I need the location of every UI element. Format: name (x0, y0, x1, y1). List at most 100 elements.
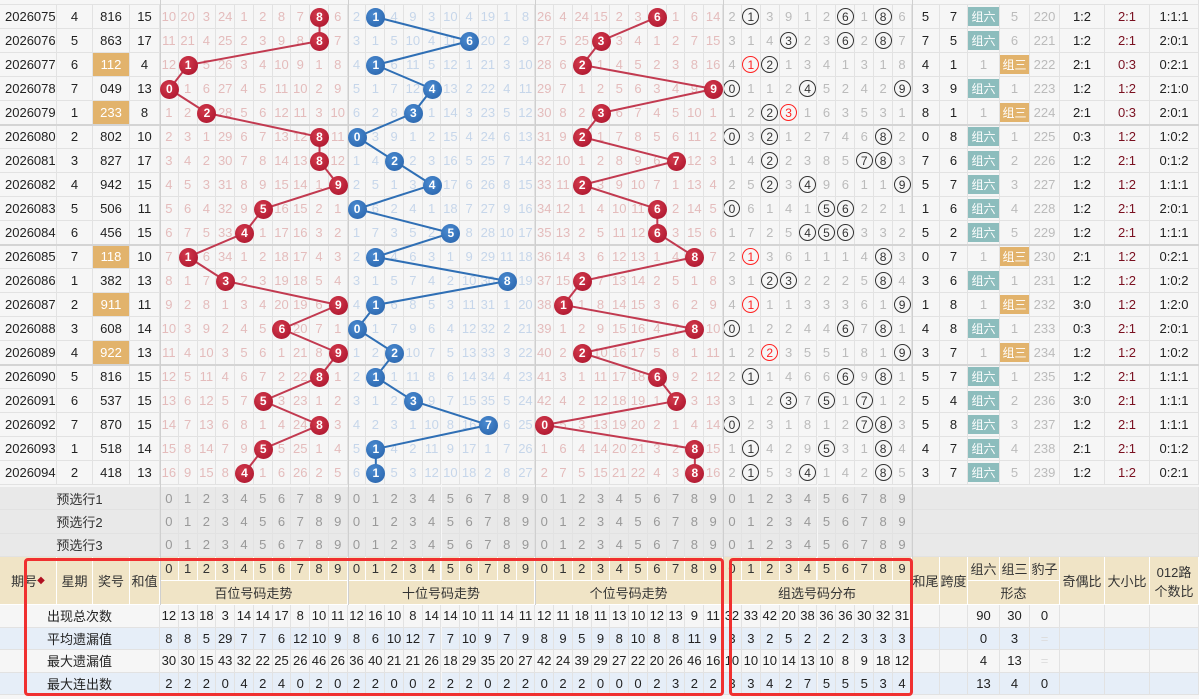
preselect-digit[interactable]: 5 (817, 510, 837, 534)
preselect-digit[interactable]: 2 (760, 510, 780, 534)
preselect-digit[interactable]: 9 (893, 533, 912, 557)
preselect-digit[interactable]: 2 (197, 510, 217, 534)
preselect-digit[interactable]: 3 (779, 533, 799, 557)
preselect-digit[interactable]: 5 (441, 510, 461, 534)
preselect-digit[interactable]: 2 (572, 487, 592, 511)
preselect-digit[interactable]: 6 (647, 487, 667, 511)
preselect-digit[interactable]: 4 (610, 487, 630, 511)
preselect-digit[interactable]: 1 (366, 487, 386, 511)
preselect-digit[interactable]: 6 (272, 487, 292, 511)
preselect-digit[interactable]: 3 (403, 510, 423, 534)
preselect-digit[interactable]: 0 (160, 533, 179, 557)
preselect-digit[interactable]: 6 (647, 510, 667, 534)
preselect-digit[interactable]: 0 (535, 487, 555, 511)
preselect-digit[interactable]: 4 (235, 487, 254, 511)
preselect-digit[interactable]: 7 (291, 487, 311, 511)
preselect-digit[interactable]: 0 (347, 533, 367, 557)
preselect-digit[interactable]: 0 (347, 487, 367, 511)
preselect-digit[interactable]: 2 (197, 533, 217, 557)
preselect-digit[interactable]: 4 (422, 487, 442, 511)
preselect-digit[interactable]: 5 (253, 533, 273, 557)
preselect-digit[interactable]: 2 (572, 533, 592, 557)
preselect-digit[interactable]: 3 (779, 487, 799, 511)
preselect-digit[interactable]: 7 (855, 487, 875, 511)
preselect-digit[interactable]: 6 (836, 510, 856, 534)
preselect-digit[interactable]: 2 (385, 487, 404, 511)
preselect-digit[interactable]: 9 (704, 533, 723, 557)
preselect-digit[interactable]: 5 (817, 533, 837, 557)
preselect-digit[interactable]: 3 (591, 510, 611, 534)
preselect-digit[interactable]: 5 (629, 487, 648, 511)
preselect-digit[interactable]: 6 (460, 533, 480, 557)
preselect-digit[interactable]: 8 (497, 487, 517, 511)
preselect-digit[interactable]: 8 (874, 487, 894, 511)
preselect-digit[interactable]: 0 (723, 510, 742, 534)
preselect-digit[interactable]: 4 (235, 533, 254, 557)
preselect-digit[interactable]: 4 (798, 533, 818, 557)
preselect-digit[interactable]: 7 (291, 533, 311, 557)
preselect-digit[interactable]: 9 (328, 533, 348, 557)
preselect-digit[interactable]: 7 (479, 487, 498, 511)
sort-icon[interactable]: ◆ (37, 575, 45, 586)
preselect-digit[interactable]: 5 (441, 533, 461, 557)
preselect-digit[interactable]: 4 (798, 510, 818, 534)
preselect-digit[interactable]: 3 (216, 533, 236, 557)
preselect-digit[interactable]: 7 (855, 510, 875, 534)
preselect-digit[interactable]: 1 (178, 487, 198, 511)
preselect-digit[interactable]: 2 (760, 487, 780, 511)
preselect-digit[interactable]: 3 (591, 487, 611, 511)
preselect-digit[interactable]: 1 (554, 487, 573, 511)
preselect-digit[interactable]: 6 (647, 533, 667, 557)
preselect-digit[interactable]: 1 (741, 533, 761, 557)
preselect-digit[interactable]: 6 (272, 533, 292, 557)
preselect-digit[interactable]: 3 (591, 533, 611, 557)
preselect-digit[interactable]: 1 (366, 533, 386, 557)
preselect-digit[interactable]: 1 (554, 510, 573, 534)
preselect-digit[interactable]: 8 (685, 487, 705, 511)
preselect-digit[interactable]: 4 (422, 510, 442, 534)
preselect-digit[interactable]: 0 (723, 487, 742, 511)
preselect-digit[interactable]: 4 (798, 487, 818, 511)
preselect-digit[interactable]: 2 (572, 510, 592, 534)
preselect-digit[interactable]: 0 (535, 510, 555, 534)
preselect-digit[interactable]: 1 (741, 510, 761, 534)
preselect-digit[interactable]: 9 (328, 487, 348, 511)
preselect-digit[interactable]: 4 (610, 533, 630, 557)
preselect-digit[interactable]: 8 (497, 510, 517, 534)
preselect-digit[interactable]: 5 (629, 510, 648, 534)
preselect-digit[interactable]: 7 (291, 510, 311, 534)
preselect-digit[interactable]: 9 (516, 533, 536, 557)
preselect-digit[interactable]: 0 (347, 510, 367, 534)
preselect-digit[interactable]: 5 (253, 510, 273, 534)
preselect-digit[interactable]: 2 (385, 533, 404, 557)
preselect-digit[interactable]: 0 (723, 533, 742, 557)
preselect-digit[interactable]: 8 (497, 533, 517, 557)
preselect-digit[interactable]: 9 (516, 510, 536, 534)
preselect-digit[interactable]: 7 (666, 510, 686, 534)
preselect-digit[interactable]: 1 (554, 533, 573, 557)
preselect-digit[interactable]: 4 (610, 510, 630, 534)
header-period[interactable]: 期号◆ (0, 557, 57, 605)
preselect-digit[interactable]: 2 (760, 533, 780, 557)
preselect-digit[interactable]: 8 (685, 510, 705, 534)
preselect-digit[interactable]: 7 (479, 510, 498, 534)
preselect-digit[interactable]: 1 (366, 510, 386, 534)
preselect-digit[interactable]: 4 (235, 510, 254, 534)
preselect-digit[interactable]: 8 (874, 510, 894, 534)
preselect-digit[interactable]: 8 (310, 533, 329, 557)
preselect-digit[interactable]: 5 (253, 487, 273, 511)
preselect-digit[interactable]: 8 (310, 510, 329, 534)
preselect-digit[interactable]: 0 (160, 510, 179, 534)
preselect-digit[interactable]: 6 (460, 510, 480, 534)
preselect-digit[interactable]: 9 (704, 487, 723, 511)
preselect-digit[interactable]: 0 (535, 533, 555, 557)
preselect-digit[interactable]: 6 (836, 487, 856, 511)
preselect-digit[interactable]: 6 (272, 510, 292, 534)
preselect-digit[interactable]: 2 (197, 487, 217, 511)
preselect-digit[interactable]: 6 (460, 487, 480, 511)
preselect-digit[interactable]: 9 (704, 510, 723, 534)
preselect-digit[interactable]: 3 (216, 487, 236, 511)
preselect-digit[interactable]: 4 (422, 533, 442, 557)
preselect-digit[interactable]: 3 (216, 510, 236, 534)
preselect-digit[interactable]: 8 (310, 487, 329, 511)
